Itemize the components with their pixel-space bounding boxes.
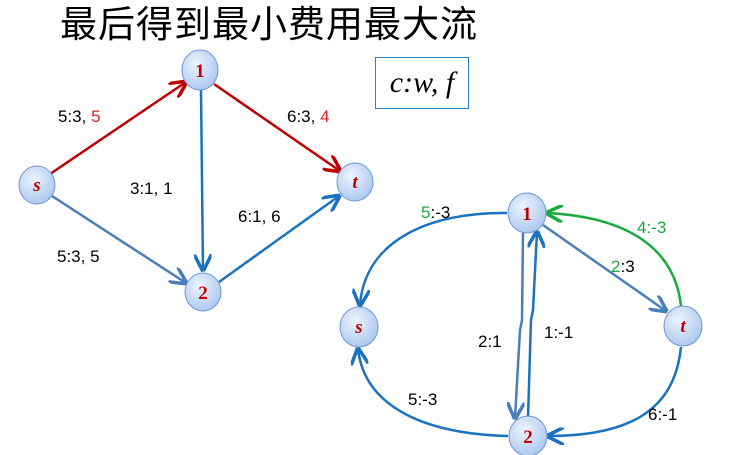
label-1-t: 6:3, 4 xyxy=(287,107,330,126)
edge-1-t-right xyxy=(542,223,666,311)
label-t-2: 6:-1 xyxy=(648,405,677,424)
node-1-right: 1 xyxy=(507,192,547,234)
edge-t-1 xyxy=(547,213,683,307)
node-2-right: 2 xyxy=(508,415,548,455)
label-s-2: 5:3, 5 xyxy=(57,247,100,266)
node-s-left: s xyxy=(18,165,56,205)
slide-title: 最后得到最小费用最大流 xyxy=(60,3,478,46)
label-s-1: 5:3, 5 xyxy=(58,107,101,126)
edge-2-1-right xyxy=(526,232,537,419)
node-s-right: s xyxy=(339,306,379,348)
edge-2-s xyxy=(358,349,509,438)
edge-s-1 xyxy=(49,82,186,176)
legend-box: c:w, f xyxy=(375,57,469,109)
label-1-2-right: 2:1 xyxy=(478,332,502,351)
node-1-left: 1 xyxy=(181,49,219,91)
node-t-right: t xyxy=(663,305,703,347)
svg-text:1: 1 xyxy=(195,61,205,82)
svg-text:2: 2 xyxy=(198,283,208,304)
svg-text:s: s xyxy=(354,317,362,338)
svg-text:t: t xyxy=(680,316,686,337)
svg-text:t: t xyxy=(352,172,358,193)
edge-1-s xyxy=(360,211,508,305)
label-2-1-right: 1:-1 xyxy=(544,323,573,342)
edge-1-2-right xyxy=(515,232,523,418)
label-2-t: 6:1, 6 xyxy=(238,207,281,226)
svg-text:s: s xyxy=(32,175,40,196)
edge-2-t xyxy=(218,196,339,284)
edge-s-2 xyxy=(51,194,186,283)
node-t-left: t xyxy=(336,162,374,202)
label-1-t-right: 2:3 xyxy=(611,257,635,276)
node-2-left: 2 xyxy=(184,272,222,312)
label-1-s: 5:-3 xyxy=(421,203,450,222)
label-t-1: 4:-3 xyxy=(637,218,666,237)
svg-text:1: 1 xyxy=(522,204,532,225)
edge-t-2 xyxy=(548,346,683,436)
label-1-2: 3:1, 1 xyxy=(130,179,173,198)
edge-1-2 xyxy=(201,89,203,270)
svg-text:2: 2 xyxy=(523,427,533,448)
label-2-s: 5:-3 xyxy=(408,390,437,409)
edge-1-t xyxy=(213,82,340,171)
